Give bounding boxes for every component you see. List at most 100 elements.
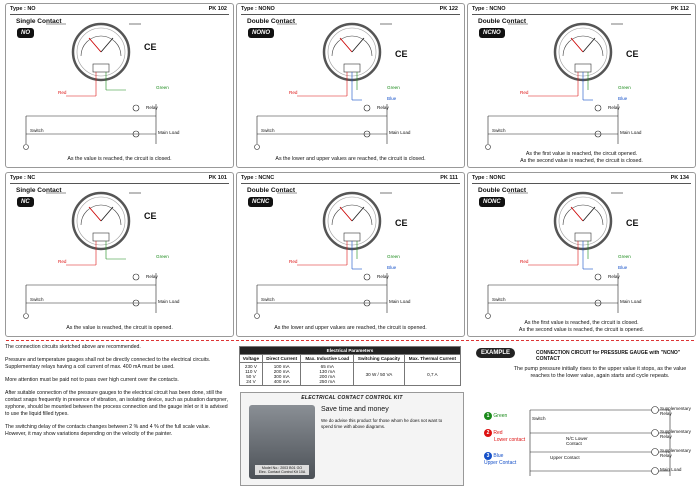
relay-label: Supplementary Relay xyxy=(660,406,691,416)
note: The connection circuits sketched above a… xyxy=(5,344,141,350)
panel-code: PK 122 xyxy=(439,6,458,12)
lower-contact-label: N/C Lower Contact xyxy=(566,436,588,446)
legend-item: 1 Green xyxy=(484,412,525,420)
contact-title: Double Contact xyxy=(478,187,527,194)
panel-type: Type : NONC xyxy=(472,175,506,181)
switch-label: Switch xyxy=(30,297,44,302)
relay-label: Relay xyxy=(608,105,620,110)
relay-label: Relay xyxy=(608,274,620,279)
col-header: Switching Capacity xyxy=(353,354,405,363)
control-kit-box: ELECTRICAL CONTACT CONTROL KIT Model No.… xyxy=(240,392,464,486)
electrical-parameters-table: Electrical Parameters Voltage Direct Cur… xyxy=(239,346,462,386)
example-circuit xyxy=(529,406,671,476)
switch-label: Switch xyxy=(261,128,275,133)
example-section: EXAMPLE CONNECTION CIRCUIT for PRESSURE … xyxy=(470,346,696,486)
panel-header: Type : NC PK 101 xyxy=(6,173,233,184)
switch-label: Switch xyxy=(492,297,506,302)
panel-header: Type : NONO PK 122 xyxy=(237,4,464,15)
panel-header: Type : NO PK 102 xyxy=(6,4,233,15)
contact-title: Single Contact xyxy=(16,187,62,194)
gauge-wiring-diagram xyxy=(23,22,157,150)
panel-type: Type : NO xyxy=(10,6,36,12)
col-header: Voltage xyxy=(239,354,263,363)
ce-mark: CE xyxy=(395,218,408,228)
switch-label: Switch xyxy=(261,297,275,302)
panel-code: PK 102 xyxy=(208,6,227,12)
panel-no: Type : NO PK 102 Single Contact NO CE xyxy=(5,3,234,168)
panel-type: Type : NCNC xyxy=(241,175,275,181)
wire-red-label: Red xyxy=(520,90,529,95)
relay-label: Supplementary Relay xyxy=(660,448,691,458)
contact-badge: NONC xyxy=(479,197,505,207)
wire-blue-label: Blue xyxy=(618,265,628,270)
main-load-label: Main Load xyxy=(158,130,180,135)
kit-description: We do advise this product for those whom… xyxy=(321,418,443,429)
notes-block: The connection circuits sketched above a… xyxy=(5,344,233,486)
contact-title: Single Contact xyxy=(16,18,62,25)
gauge-wiring-diagram xyxy=(485,191,623,319)
main-load-label: Main Load xyxy=(389,130,411,135)
switch-label: Switch xyxy=(492,128,506,133)
contact-badge: NCNO xyxy=(479,28,505,38)
note: Pressure and temperature gauges shall no… xyxy=(5,357,211,371)
ce-mark: CE xyxy=(395,49,408,59)
header-rule xyxy=(472,183,691,184)
wire-blue-label: Blue xyxy=(387,265,397,270)
panel-header: Type : NCNC PK 111 xyxy=(237,173,464,184)
panel-nonc: Type : NONC PK 134 Double Contact NONC C… xyxy=(467,172,696,337)
ce-mark: CE xyxy=(144,211,157,221)
wire-blue-label: Blue xyxy=(387,96,397,101)
contact-badge: NCNC xyxy=(248,197,274,207)
panel-ncno: Type : NCNO PK 112 Double Contact NCNO C… xyxy=(467,3,696,168)
main-load-label: Main Load xyxy=(620,299,642,304)
wire-green-label: Green xyxy=(387,254,400,259)
note: After suitable connection of the pressur… xyxy=(5,390,228,418)
panel-caption: As the lower and upper values are reache… xyxy=(274,325,427,331)
col-header: Direct Current xyxy=(261,354,302,363)
panel-type: Type : NONO xyxy=(241,6,275,12)
panel-ncnc: Type : NCNC PK 111 Double Contact NCNC C… xyxy=(236,172,465,337)
header-rule xyxy=(472,14,691,15)
relay-label: Relay xyxy=(146,105,158,110)
panel-header: Type : NONC PK 134 xyxy=(468,173,695,184)
contact-badge: NONO xyxy=(248,28,274,38)
panel-caption: As the value is reached, the circuit is … xyxy=(67,156,172,162)
example-title: CONNECTION CIRCUIT for PRESSURE GAUGE wi… xyxy=(536,350,681,362)
contact-title: Double Contact xyxy=(478,18,527,25)
example-description: The pump pressure initially rises to the… xyxy=(513,366,687,380)
relay-label: Relay xyxy=(146,274,158,279)
panel-caption-2: As the second value is reached, the circ… xyxy=(518,327,645,333)
col-header: Max. Thermal Current xyxy=(403,354,462,363)
note: The switching delay of the contacts chan… xyxy=(5,424,211,438)
relay-label: Relay xyxy=(377,274,389,279)
header-rule xyxy=(241,183,460,184)
note: More attention must be paid not to pass … xyxy=(5,377,179,384)
wire-green-label: Green xyxy=(156,85,169,90)
panel-code: PK 134 xyxy=(670,175,689,181)
gauge-wiring-diagram xyxy=(23,191,157,319)
main-load-label: Main Load xyxy=(389,299,411,304)
panel-nono: Type : NONO PK 122 Double Contact NONO C… xyxy=(236,3,465,168)
panel-code: PK 112 xyxy=(670,6,689,12)
wire-red-label: Red xyxy=(289,259,298,264)
panel-caption: As the first value is reached, the circu… xyxy=(525,151,638,157)
panel-type: Type : NC xyxy=(10,175,36,181)
main-load-label: Main Load xyxy=(660,467,682,472)
header-rule xyxy=(10,14,229,15)
wire-red-label: Red xyxy=(58,90,67,95)
wire-green-label: Green xyxy=(156,254,169,259)
ce-mark: CE xyxy=(144,42,157,52)
wire-green-label: Green xyxy=(387,85,400,90)
wire-red-label: Red xyxy=(58,259,67,264)
panel-caption-2: As the second value is reached, the circ… xyxy=(520,158,643,164)
main-load-label: Main Load xyxy=(620,130,642,135)
wire-red-label: Red xyxy=(520,259,529,264)
panel-header: Type : NCNO PK 112 xyxy=(468,4,695,15)
panel-nc: Type : NC PK 101 Single Contact NC CE xyxy=(5,172,234,337)
